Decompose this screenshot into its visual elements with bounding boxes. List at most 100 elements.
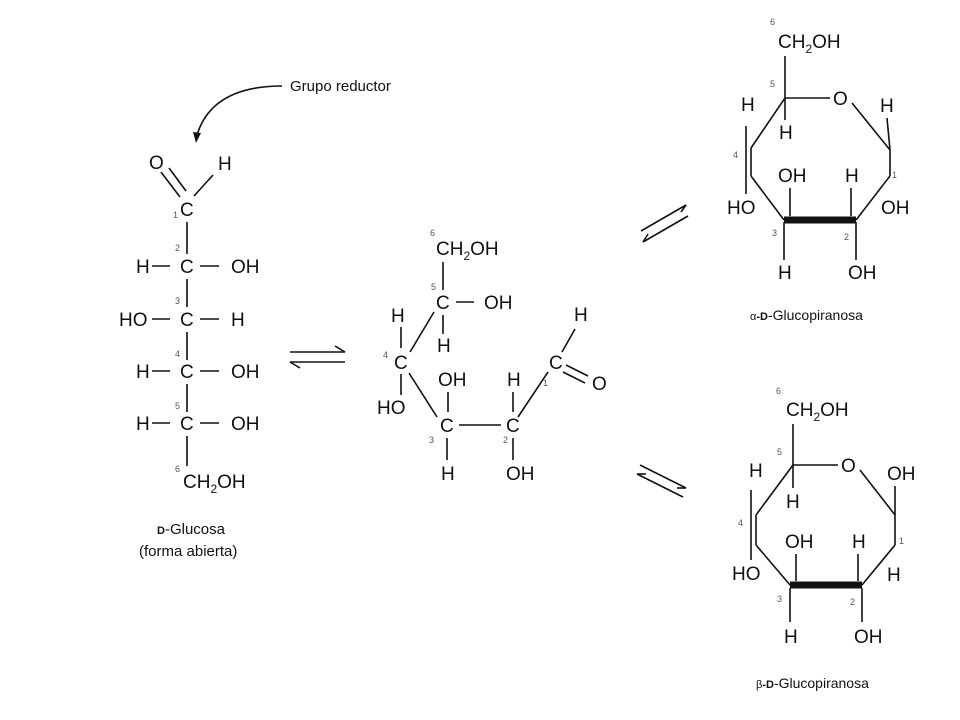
c1-h-bond	[193, 174, 214, 197]
c6-ch2oh: CH2OH	[183, 472, 246, 496]
int-c4-c3-bond	[408, 372, 438, 418]
equilibrium-arrow-beta	[636, 464, 687, 498]
c5-hydroxyl: OH	[231, 414, 260, 435]
annotation-arrow	[196, 85, 283, 136]
beta-c5-hydrogen: H	[786, 492, 800, 513]
alpha-c4-hydroxyl: HO	[727, 198, 756, 219]
alpha-c5-number: 5	[770, 79, 775, 89]
alpha-c4-c5-bond	[750, 97, 786, 149]
int-c3-hydroxyl: OH	[438, 370, 467, 391]
beta-c3-hydrogen: H	[784, 627, 798, 648]
open-chain-caption: D-Glucosa	[157, 521, 226, 538]
alpha-c2-number: 2	[844, 232, 849, 242]
c2-hydroxyl: OH	[231, 257, 260, 278]
c6-number: 6	[175, 464, 180, 474]
open-chain-caption-line2: (forma abierta)	[139, 543, 237, 560]
alpha-ring-oxygen: O	[833, 89, 848, 110]
int-c3-carbon: C	[440, 416, 454, 437]
beta-caption: β-D-Glucopiranosa	[756, 675, 869, 691]
alpha-o-c1-bond	[851, 102, 891, 151]
int-c1-carbon: C	[549, 353, 563, 374]
beta-c6-number: 6	[776, 386, 781, 396]
beta-c2-number: 2	[850, 597, 855, 607]
alpha-c5-left-hydrogen: H	[741, 95, 755, 116]
c4-number: 4	[175, 349, 180, 359]
int-c3-hydrogen: H	[441, 464, 455, 485]
alpha-c4-number: 4	[733, 150, 738, 160]
int-c2-c1-bond	[517, 371, 549, 418]
int-c4-number: 4	[383, 350, 388, 360]
aldehyde-oxygen: O	[149, 153, 164, 174]
int-c5-hydrogen: H	[437, 336, 451, 357]
alpha-c1-hydrogen: H	[880, 96, 894, 117]
beta-c6-ch2oh: CH2OH	[786, 400, 849, 424]
beta-c3-hydroxyl: OH	[785, 532, 814, 553]
alpha-c1-h-bond	[886, 117, 891, 151]
reducing-group-annotation: Grupo reductor	[193, 78, 391, 143]
alpha-c3-number: 3	[772, 228, 777, 238]
alpha-c1-c2-bond	[855, 175, 891, 221]
beta-c1-hydroxyl: OH	[887, 464, 916, 485]
int-c5-carbon: C	[436, 293, 450, 314]
int-c2-number: 2	[503, 435, 508, 445]
int-c5-c4-bond	[409, 311, 435, 353]
int-c2-hydroxyl: OH	[506, 464, 535, 485]
beta-c3-c4-bond	[755, 544, 791, 586]
int-c1-o-double-bond-b	[562, 371, 586, 384]
c3-carbon: C	[180, 310, 194, 331]
equilibrium-arrow-1	[289, 345, 346, 369]
c5-number: 5	[175, 401, 180, 411]
alpha-c3-hydroxyl: OH	[778, 166, 807, 187]
int-c2-carbon: C	[506, 416, 520, 437]
c1-o-double-bond-a	[160, 171, 181, 198]
curled-chain-intermediate: 6 CH2OH 5 C OH H H 4 C HO OH C 3 H H C 2…	[377, 228, 607, 485]
beta-glucopyranose: 6 CH2OH 5 O H H OH 1 H 4 HO OH H 3	[732, 386, 916, 691]
int-c4-hydroxyl: HO	[377, 398, 406, 419]
beta-ring-oxygen: O	[841, 456, 856, 477]
c4-hydrogen: H	[136, 362, 150, 383]
alpha-c3-hydrogen: H	[778, 263, 792, 284]
beta-c5-left-hydrogen: H	[749, 461, 763, 482]
alpha-c6-ch2oh: CH2OH	[778, 32, 841, 56]
alpha-c2-hydroxyl: OH	[848, 263, 877, 284]
c2-hydrogen: H	[136, 257, 150, 278]
beta-c3-number: 3	[777, 594, 782, 604]
int-c4-carbon: C	[394, 353, 408, 374]
c5-hydrogen: H	[136, 414, 150, 435]
beta-c4-c5-bond	[755, 464, 794, 516]
int-c1-oxygen: O	[592, 374, 607, 395]
int-c4-top-hydrogen: H	[391, 306, 405, 327]
int-c3-number: 3	[429, 435, 434, 445]
int-c1-hydrogen: H	[574, 305, 588, 326]
beta-c2-hydroxyl: OH	[854, 627, 883, 648]
int-c1-o-double-bond-a	[565, 364, 589, 377]
c3-hydrogen: H	[231, 310, 245, 331]
alpha-c1-number: 1	[892, 170, 897, 180]
int-c1-number: 1	[543, 378, 548, 388]
alpha-c2-hydrogen: H	[845, 166, 859, 187]
beta-c1-c2-bond	[861, 544, 896, 586]
c5-carbon: C	[180, 414, 194, 435]
alpha-glucopyranose: 6 CH2OH 5 O H H H 1 OH 4 HO OH H 3	[727, 17, 910, 323]
alpha-c6-number: 6	[770, 17, 775, 27]
c4-carbon: C	[180, 362, 194, 383]
c2-number: 2	[175, 243, 180, 253]
beta-c2-hydrogen: H	[852, 532, 866, 553]
beta-c4-hydroxyl: HO	[732, 564, 761, 585]
c2-carbon: C	[180, 257, 194, 278]
alpha-c1-hydroxyl: OH	[881, 198, 910, 219]
beta-c4-number: 4	[738, 518, 743, 528]
c3-hydroxyl: HO	[119, 310, 148, 331]
reducing-group-label: Grupo reductor	[290, 78, 391, 95]
c3-number: 3	[175, 296, 180, 306]
c4-hydroxyl: OH	[231, 362, 260, 383]
int-c6-number: 6	[430, 228, 435, 238]
int-c5-hydroxyl: OH	[484, 293, 513, 314]
c1-number: 1	[173, 210, 178, 220]
annotation-arrowhead	[193, 132, 201, 143]
beta-c1-hydrogen: H	[887, 565, 901, 586]
beta-c5-number: 5	[777, 447, 782, 457]
c1-o-double-bond-b	[168, 167, 187, 192]
alpha-c3-c4-bond	[750, 175, 785, 221]
